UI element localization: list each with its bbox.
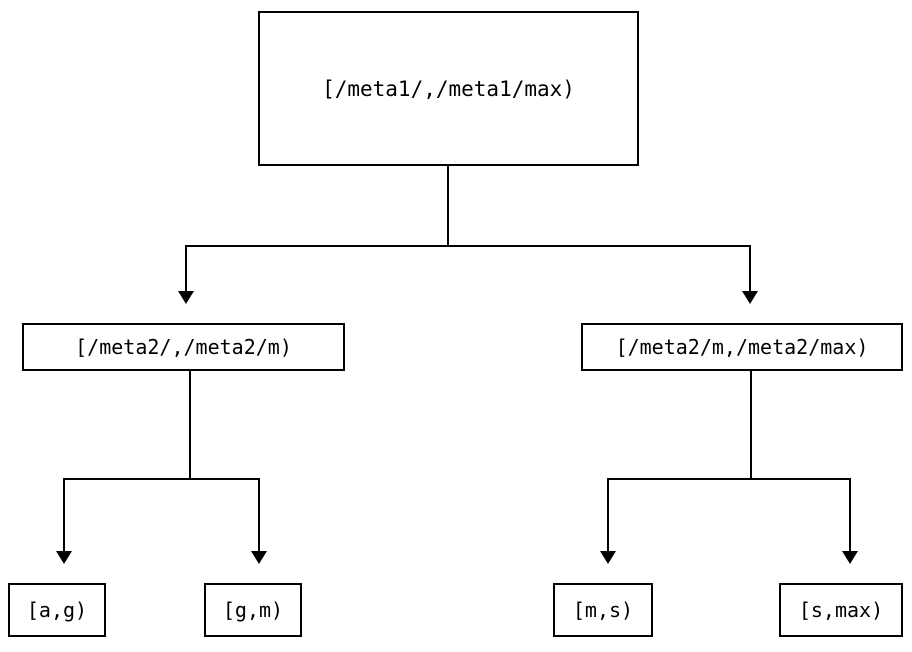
node-label: [m,s) [572, 598, 634, 622]
arrowhead-l2-right-to-leaf-ms [600, 551, 616, 564]
tree-node-leaf-m-s[interactable]: [m,s) [553, 583, 653, 637]
edge-l2-left-bar [63, 478, 260, 480]
tree-node-leaf-a-g[interactable]: [a,g) [8, 583, 106, 637]
edge-l2-right-stem [750, 371, 752, 480]
node-label: [/meta1/,/meta1/max) [322, 76, 575, 101]
tree-node-meta2-lower[interactable]: [/meta2/,/meta2/m) [22, 323, 345, 371]
edge-root-to-l2-right-drop [749, 245, 751, 292]
tree-node-leaf-s-max[interactable]: [s,max) [779, 583, 903, 637]
edge-l2-left-to-leaf-gm-drop [258, 478, 260, 552]
arrowhead-l2-right-to-leaf-smax [842, 551, 858, 564]
node-label: [/meta2/m,/meta2/max) [615, 335, 869, 359]
edge-root-bar [185, 245, 750, 247]
node-label: [g,m) [222, 598, 284, 622]
edge-l2-left-stem [189, 371, 191, 480]
arrowhead-l2-left-to-leaf-ag [56, 551, 72, 564]
node-label: [/meta2/,/meta2/m) [75, 335, 292, 359]
tree-node-meta2-upper[interactable]: [/meta2/m,/meta2/max) [581, 323, 903, 371]
arrowhead-root-to-l2-right [742, 291, 758, 304]
arrowhead-l2-left-to-leaf-gm [251, 551, 267, 564]
node-label: [s,max) [798, 598, 884, 622]
edge-root-to-l2-left-drop [185, 245, 187, 292]
edge-root-stem [447, 166, 449, 247]
tree-node-leaf-g-m[interactable]: [g,m) [204, 583, 302, 637]
arrowhead-root-to-l2-left [178, 291, 194, 304]
node-label: [a,g) [26, 598, 88, 622]
edge-l2-left-to-leaf-ag-drop [63, 478, 65, 552]
edge-l2-right-to-leaf-smax-drop [849, 478, 851, 552]
edge-l2-right-to-leaf-ms-drop [607, 478, 609, 552]
tree-node-root[interactable]: [/meta1/,/meta1/max) [258, 11, 639, 166]
edge-l2-right-bar [607, 478, 851, 480]
